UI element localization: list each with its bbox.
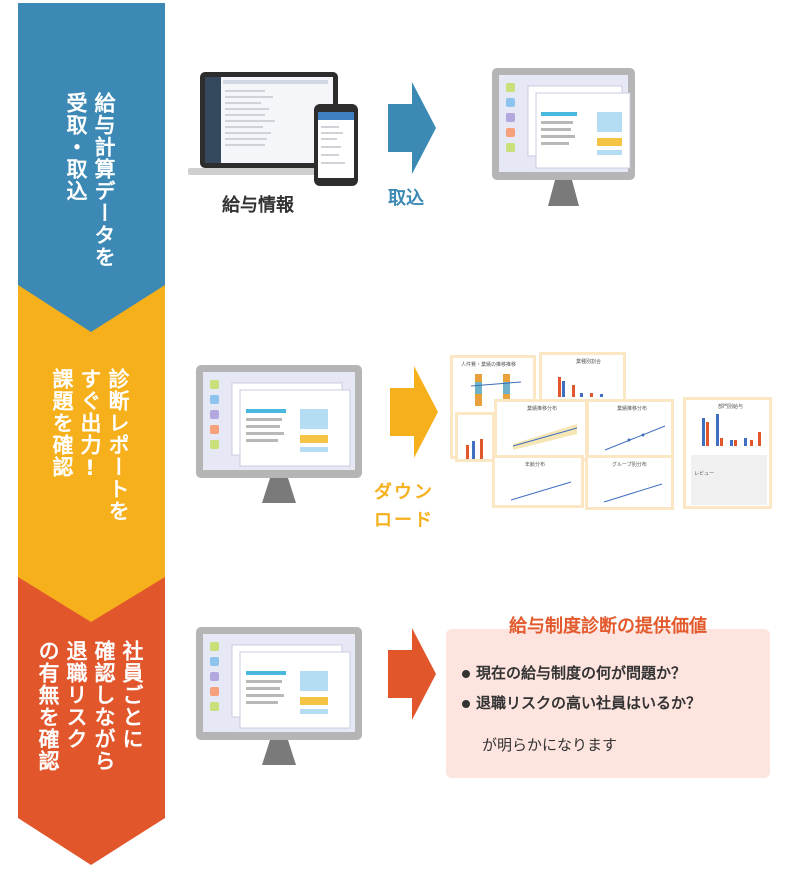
download-label-line2: ロード: [374, 510, 434, 531]
step-3-chevron: [18, 577, 165, 865]
bullet-dot: [462, 669, 470, 678]
step-1-text: 給与計算データを 受取・取込: [64, 92, 116, 268]
report-card: [455, 412, 495, 462]
monitor-2: [196, 365, 362, 503]
download-arrow: [390, 366, 438, 458]
report-card: グループ別分布: [585, 455, 674, 510]
value-note: が明らかになります: [482, 736, 618, 754]
import-label: 取込: [388, 188, 424, 209]
value-bullet: 現在の給与制度の何が問題か？: [462, 662, 686, 683]
report-card: 業績推移分布: [494, 399, 588, 461]
report-card: 業種別割合: [539, 352, 626, 402]
monitor-1: [492, 68, 635, 206]
download-label-line1: ダウン: [374, 482, 434, 503]
bullet-dot: [462, 699, 470, 708]
report-card: 業績推移分布: [586, 399, 674, 461]
import-arrow: [388, 82, 436, 174]
report-card: 部門別給与 レビュー: [683, 397, 772, 509]
value-bullet: 退職リスクの高い社員はいるか？: [462, 692, 701, 713]
result-arrow: [388, 628, 436, 720]
step-1-chevron: [18, 3, 165, 335]
step-chevrons: [18, 3, 165, 865]
step-3-text: 社員ごとに 確認しながら 退職リスク の有無を確認: [36, 640, 144, 772]
step-2-chevron: [18, 285, 165, 628]
step-2-text: 診断レポートを すぐ出力! 課題を確認: [50, 368, 130, 522]
report-card: 年齢分布: [492, 455, 584, 508]
laptop-phone-illustration: [188, 72, 358, 186]
monitor-3: [196, 627, 362, 765]
value-panel: [446, 629, 770, 778]
value-title: 給与制度診断の提供価値: [509, 616, 707, 637]
salary-info-label: 給与情報: [222, 195, 294, 216]
